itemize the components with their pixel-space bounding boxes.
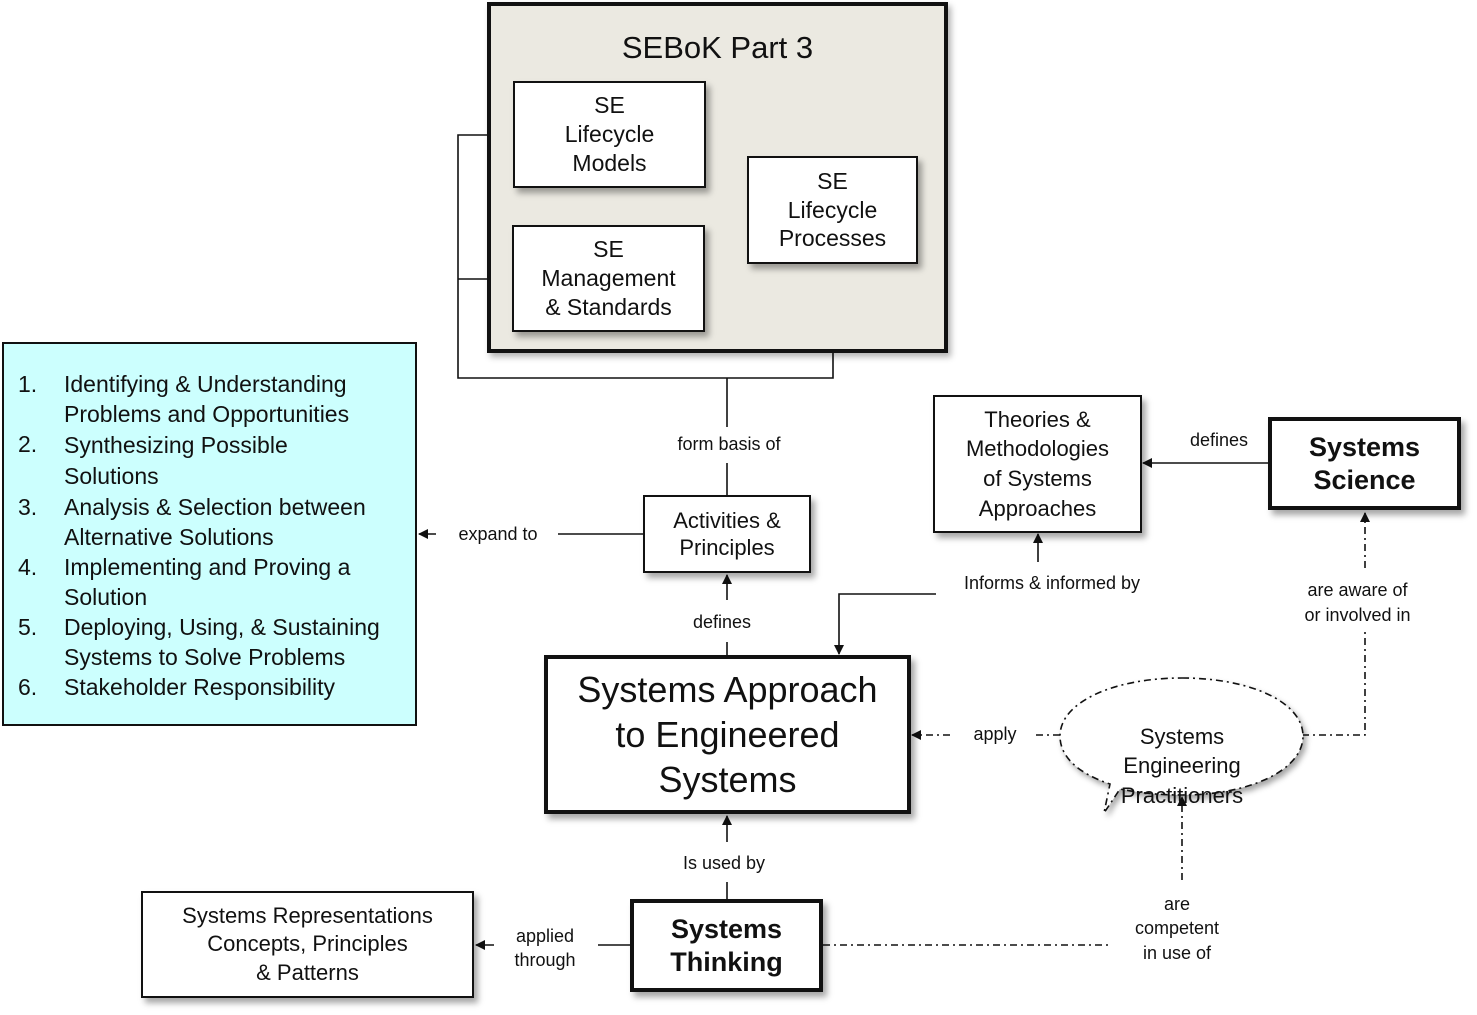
label-informs: Informs & informed by bbox=[942, 571, 1162, 596]
node-practitioners[interactable]: Systems Engineering Practitioners bbox=[1080, 692, 1284, 811]
node-systems-thinking[interactable]: Systems Thinking bbox=[630, 899, 823, 992]
step-text: Identifying & Understanding Problems and… bbox=[64, 371, 350, 427]
node-activities-principles[interactable]: Activities & Principles bbox=[643, 495, 811, 573]
node-label: Systems Approach to Engineered Systems bbox=[577, 669, 878, 800]
label-expand-to: expand to bbox=[445, 522, 551, 547]
node-systems-representations[interactable]: Systems Representations Concepts, Princi… bbox=[141, 891, 474, 998]
step-number: 2. bbox=[18, 431, 38, 457]
node-label: Systems Thinking bbox=[670, 914, 783, 977]
step-text: Synthesizing Possible Solutions bbox=[64, 432, 288, 489]
step-number: 1. bbox=[18, 371, 38, 397]
label-applied-through: applied through bbox=[500, 924, 590, 973]
node-label: SE Lifecycle Processes bbox=[778, 167, 887, 252]
node-label: Systems Engineering Practitioners bbox=[1120, 723, 1244, 809]
sebok-title: SEBoK Part 3 bbox=[621, 30, 814, 65]
step-item: 3. Analysis & Selection between Alternat… bbox=[18, 493, 415, 552]
activity-steps-list: 1. Identifying & Understanding Problems … bbox=[2, 342, 417, 726]
step-text: Implementing and Proving a Solution bbox=[64, 554, 351, 610]
node-systems-science[interactable]: Systems Science bbox=[1268, 417, 1461, 510]
node-label: Systems Science bbox=[1308, 432, 1421, 495]
node-label: Theories & Methodologies of Systems Appr… bbox=[965, 406, 1110, 521]
node-se-lifecycle-models[interactable]: SE Lifecycle Models bbox=[513, 81, 706, 188]
step-text: Stakeholder Responsibility bbox=[64, 674, 336, 700]
step-item: 6. Stakeholder Responsibility bbox=[18, 673, 415, 703]
label-form-basis-of: form basis of bbox=[664, 432, 794, 457]
node-systems-approach[interactable]: Systems Approach to Engineered Systems bbox=[544, 655, 911, 814]
step-number: 5. bbox=[18, 614, 38, 640]
step-item: 5. Deploying, Using, & Sustaining System… bbox=[18, 613, 415, 672]
step-item: 1. Identifying & Understanding Problems … bbox=[18, 370, 415, 429]
step-item: 2. Synthesizing Possible Solutions bbox=[18, 430, 415, 492]
label-defines-theories: defines bbox=[1189, 430, 1249, 450]
node-label: SE Management & Standards bbox=[541, 236, 676, 320]
step-text: Analysis & Selection between Alternative… bbox=[64, 494, 366, 550]
step-item: 4. Implementing and Proving a Solution bbox=[18, 553, 415, 612]
label-apply: apply bbox=[960, 722, 1030, 747]
node-se-lifecycle-processes[interactable]: SE Lifecycle Processes bbox=[747, 156, 918, 264]
step-number: 4. bbox=[18, 554, 38, 580]
node-label: SE Lifecycle Models bbox=[564, 92, 655, 176]
label-competent: are competent in use of bbox=[1115, 892, 1239, 965]
label-is-used-by: Is used by bbox=[668, 851, 780, 876]
label-aware: are aware of or involved in bbox=[1285, 578, 1430, 629]
node-theories-methodologies[interactable]: Theories & Methodologies of Systems Appr… bbox=[933, 395, 1142, 533]
step-text: Deploying, Using, & Sustaining Systems t… bbox=[64, 614, 380, 670]
node-label: Systems Representations Concepts, Princi… bbox=[182, 902, 433, 985]
node-se-management-standards[interactable]: SE Management & Standards bbox=[512, 225, 705, 332]
step-number: 6. bbox=[18, 674, 38, 700]
node-label: Activities & Principles bbox=[673, 507, 781, 561]
label-defines-activities: defines bbox=[681, 610, 763, 635]
step-number: 3. bbox=[18, 494, 38, 520]
